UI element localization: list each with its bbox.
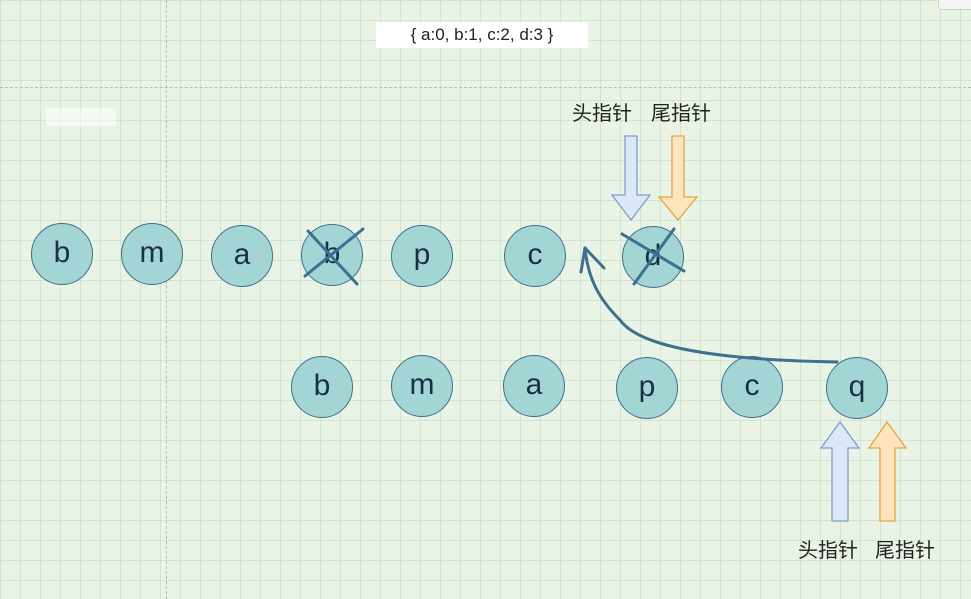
row1-node-6: c xyxy=(504,225,566,287)
top-head-pointer-arrow xyxy=(610,135,652,222)
top-head-pointer-label: 头指针 xyxy=(572,101,632,125)
row2-node-5: c xyxy=(721,356,783,418)
bottom-tail-pointer-label: 尾指针 xyxy=(875,538,935,562)
horizontal-guide-line xyxy=(0,87,971,88)
row1-node-5: p xyxy=(391,225,453,287)
row2-node-1: b xyxy=(291,356,353,418)
curved-arrow xyxy=(579,246,839,364)
row2-node-6: q xyxy=(826,357,888,419)
map-label: { a:0, b:1, c:2, d:3 } xyxy=(376,22,588,48)
top-tail-pointer-label: 尾指针 xyxy=(651,101,711,125)
row1-node-3: a xyxy=(211,225,273,287)
background-patch xyxy=(46,108,116,126)
row1-node-2: m xyxy=(121,223,183,285)
row2-node-3: a xyxy=(503,355,565,417)
row1-node-7: d xyxy=(622,226,684,288)
bottom-head-pointer-label: 头指针 xyxy=(798,538,858,562)
row1-node-1: b xyxy=(31,223,93,285)
top-tail-pointer-arrow xyxy=(657,135,699,222)
vertical-guide-line xyxy=(166,0,167,599)
bottom-tail-pointer-arrow xyxy=(867,420,908,522)
row1-node-4: b xyxy=(301,224,363,286)
row2-node-4: p xyxy=(616,357,678,419)
row2-node-2: m xyxy=(391,355,453,417)
bottom-head-pointer-arrow xyxy=(819,420,861,522)
corner-panel xyxy=(938,0,971,10)
